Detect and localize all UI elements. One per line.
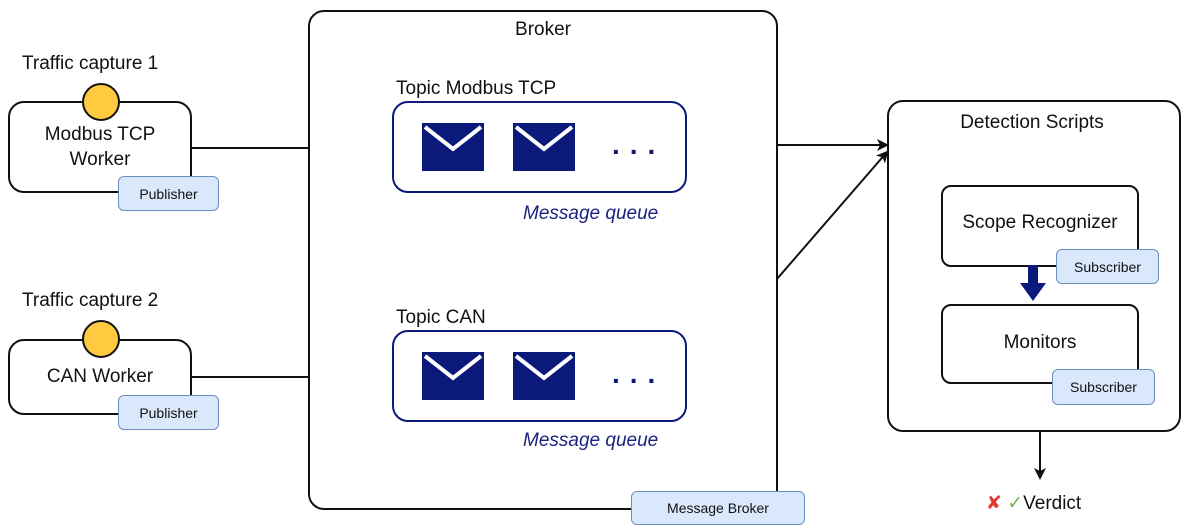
- envelope-icon: [422, 352, 484, 400]
- more-messages-indicator: ...: [612, 129, 666, 160]
- scope-recognizer-label: Scope Recognizer: [962, 212, 1118, 233]
- traffic-capture-1-title: Traffic capture 1: [22, 53, 159, 74]
- topic-can-queue: ...: [392, 330, 687, 422]
- detection-scripts-title: Detection Scripts: [960, 112, 1104, 133]
- modbus-worker-label-line2: Worker: [69, 149, 131, 170]
- verdict: ✘ ✓Verdict: [986, 492, 1081, 515]
- can-worker-label: CAN Worker: [46, 366, 154, 387]
- publisher-tag-2: Publisher: [118, 395, 219, 430]
- capture-2-circle: [82, 320, 120, 358]
- cross-icon: ✘: [986, 493, 1002, 514]
- down-arrow-icon: [1020, 265, 1046, 301]
- modbus-worker-label-line1: Modbus TCP: [44, 124, 156, 145]
- topic-can-title: Topic CAN: [396, 307, 486, 328]
- subscriber-tag-scope: Subscriber: [1056, 249, 1159, 284]
- envelope-icon: [513, 123, 575, 171]
- envelope-icon: [422, 123, 484, 171]
- broker-title: Broker: [515, 19, 571, 40]
- verdict-label: Verdict: [1023, 493, 1082, 514]
- more-messages-indicator: ...: [612, 358, 666, 389]
- check-icon: ✓: [1007, 493, 1024, 514]
- traffic-capture-2-title: Traffic capture 2: [22, 290, 159, 311]
- topic-modbus-title: Topic Modbus TCP: [396, 78, 557, 99]
- subscriber-tag-monitors: Subscriber: [1052, 369, 1155, 405]
- monitors-label: Monitors: [1003, 332, 1077, 353]
- capture-1-circle: [82, 83, 120, 121]
- topic-modbus-queue-label: Message queue: [523, 203, 659, 224]
- broker-container: [308, 10, 778, 510]
- envelope-icon: [513, 352, 575, 400]
- publisher-tag-1: Publisher: [118, 176, 219, 211]
- message-broker-tag: Message Broker: [631, 491, 805, 525]
- topic-can-queue-label: Message queue: [523, 430, 659, 451]
- topic-modbus-queue: ...: [392, 101, 687, 193]
